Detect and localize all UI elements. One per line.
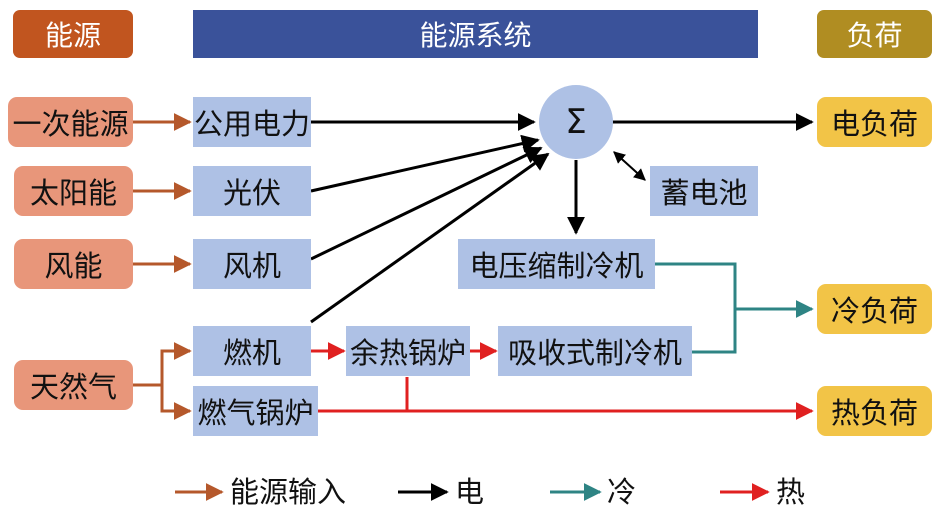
arrow-engine-to-bus [310, 152, 550, 324]
arrow-gas-to-boiler [160, 385, 192, 420]
arrow-gas-to-engine [133, 342, 192, 387]
legend-energy-input-label: 能源输入 [230, 475, 347, 509]
load-heating: 热负荷 [817, 386, 932, 436]
component-absorption-chiller: 吸收式制冷机 [498, 326, 692, 376]
arrow-bus-battery [613, 151, 646, 181]
header-load: 负荷 [817, 10, 932, 58]
legend-heat-label: 热 [776, 475, 806, 509]
component-public-grid: 公用电力 [193, 97, 311, 147]
arrow-pv-to-bus [310, 134, 540, 193]
header-energy: 能源 [13, 10, 133, 58]
load-electric: 电负荷 [817, 97, 932, 147]
source-primary-energy: 一次能源 [8, 97, 133, 147]
energy-bus-circle [539, 85, 613, 159]
component-gas-engine: 燃机 [193, 326, 311, 376]
energy-bus-symbol: Σ [565, 102, 587, 142]
source-wind: 风能 [14, 239, 133, 289]
legend-cooling-label: 冷 [607, 475, 637, 509]
source-solar: 太阳能 [14, 166, 133, 216]
component-waste-heat-boiler: 余热锅炉 [346, 326, 470, 376]
header-energy-system: 能源系统 [193, 10, 758, 58]
component-wind-turbine: 风机 [193, 239, 311, 289]
legend-electricity-label: 电 [455, 475, 485, 509]
component-pv: 光伏 [193, 166, 311, 216]
load-cooling: 冷负荷 [817, 284, 932, 334]
source-natural-gas: 天然气 [14, 360, 133, 410]
component-gas-boiler: 燃气锅炉 [193, 386, 318, 436]
component-battery: 蓄电池 [650, 166, 758, 216]
component-electric-chiller: 电压缩制冷机 [458, 239, 655, 289]
arrow-turbine-to-bus [310, 146, 543, 261]
